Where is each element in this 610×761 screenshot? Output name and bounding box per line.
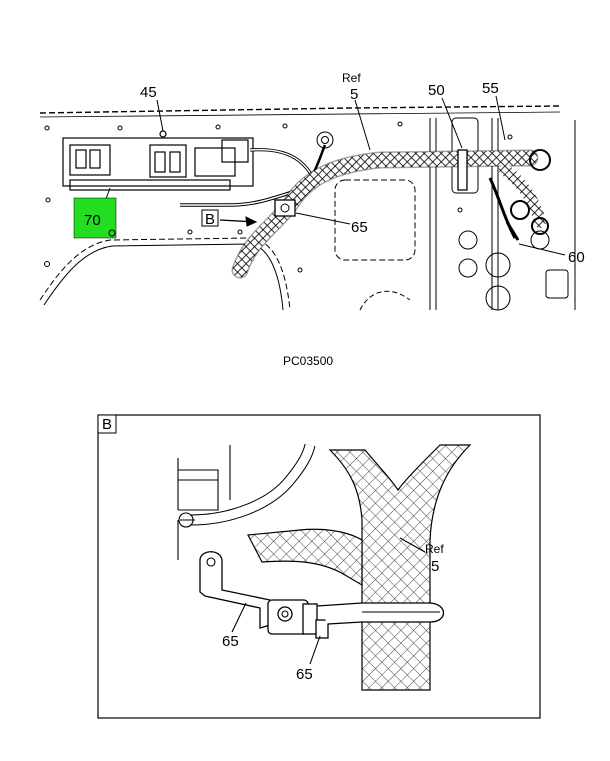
- frame-rails: [429, 117, 576, 311]
- detail-clamp-tab: [315, 619, 329, 639]
- detail-module-edge: [177, 458, 219, 511]
- detail-callout-ref-word: Ref: [425, 542, 444, 556]
- panel-cutout-2: [359, 290, 411, 311]
- figure-id: PC03500: [283, 354, 333, 368]
- detail-callout-65-bracket[interactable]: 65: [222, 633, 239, 650]
- clamp-50: [457, 149, 468, 191]
- detail-title: B: [102, 416, 112, 433]
- panel-lower-edge-2: [43, 243, 284, 311]
- detail-strap: [316, 602, 445, 625]
- callout-ref-5-top[interactable]: 5: [350, 86, 358, 103]
- top-view: [39, 95, 576, 311]
- panel-top-edge: [39, 105, 561, 114]
- grommet-inner: [321, 136, 329, 144]
- callout-50[interactable]: 50: [428, 82, 445, 99]
- panel-holes: [44, 121, 513, 273]
- module-wire-1-core: [249, 148, 313, 177]
- detail-frame: [97, 414, 541, 719]
- detail-leader-ref5: [399, 537, 426, 553]
- callout-60[interactable]: 60: [568, 249, 585, 266]
- clamp-65: [274, 199, 296, 217]
- view-arrowhead: [245, 216, 258, 227]
- detail-clamp-bolt-inner: [281, 610, 289, 618]
- panel-cutout: [334, 179, 416, 261]
- clamp-65-bolt: [280, 203, 290, 213]
- detail-callout-65-clamp[interactable]: 65: [296, 666, 313, 683]
- callout-45[interactable]: 45: [140, 84, 157, 101]
- panel-lower-edge: [39, 237, 291, 311]
- view-ref-label[interactable]: B: [205, 211, 215, 228]
- detail-callout-ref-5[interactable]: 5: [431, 558, 439, 575]
- bolt-60: [505, 221, 520, 241]
- detail-clamp-body: [267, 599, 309, 635]
- branch-harness: [499, 164, 546, 228]
- module-wire-1: [249, 148, 314, 177]
- detail-harness-trunk: [328, 444, 472, 691]
- view-ref-box: [201, 209, 219, 227]
- harness-grommet: [529, 149, 551, 171]
- module-assembly: [62, 130, 254, 191]
- harness-grommet-3: [531, 217, 549, 235]
- detail-harness-branch: [247, 528, 363, 587]
- callout-55[interactable]: 55: [482, 80, 499, 97]
- detail-wire-end: [178, 512, 194, 528]
- callout-65-top[interactable]: 65: [351, 219, 368, 236]
- detail-bracket-hole: [206, 557, 216, 567]
- detail-module-side: [177, 445, 231, 560]
- panel-top-edge-2: [39, 111, 561, 118]
- detail-title-box: [97, 414, 117, 434]
- detail-leader-65b: [309, 635, 321, 665]
- detail-wire-core: [189, 443, 315, 525]
- detail-view: [177, 443, 472, 691]
- detail-clamp-bolt: [277, 606, 293, 622]
- callout-ref-word-top: Ref: [342, 71, 361, 85]
- part-70-bolt: [108, 229, 116, 237]
- detail-leader-65a: [231, 602, 247, 633]
- detail-clamp-head: [302, 603, 318, 635]
- callout-70[interactable]: 70: [84, 212, 101, 229]
- harness-grommet-2: [510, 200, 530, 220]
- detail-bracket: [199, 551, 271, 629]
